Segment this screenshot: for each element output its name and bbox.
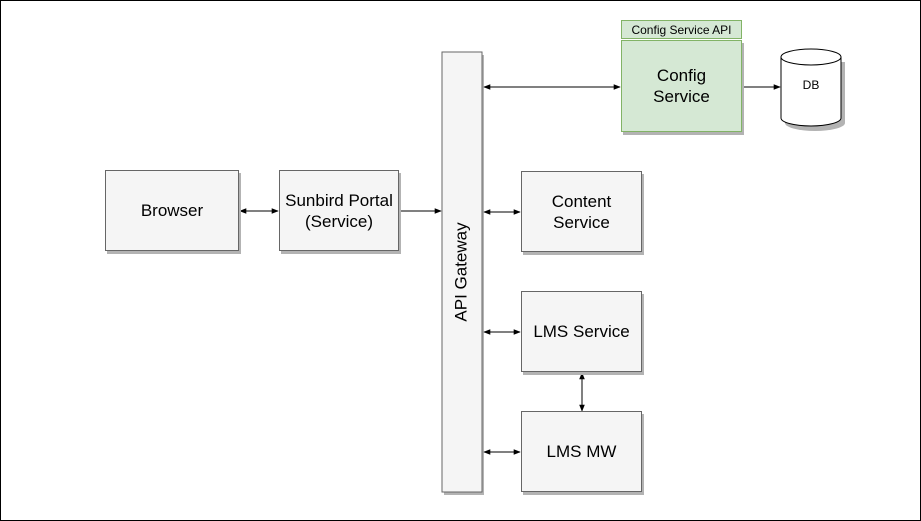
config-service-label: Config Service — [653, 66, 710, 106]
api-gateway-node: API Gateway — [442, 52, 482, 492]
sunbird-portal-label: Sunbird Portal (Service) — [285, 190, 393, 231]
api-gateway-label: API Gateway — [452, 222, 471, 322]
lms-mw-label: LMS MW — [546, 442, 617, 461]
lms-mw-node: LMS MW — [521, 411, 642, 492]
browser-label: Browser — [140, 201, 204, 220]
sunbird-portal-node: Sunbird Portal (Service) — [279, 170, 399, 251]
browser-node: Browser — [105, 170, 239, 251]
config-service-api-label: Config Service API — [631, 22, 732, 37]
config-service-node: Config Service — [621, 40, 742, 132]
content-service-label: Content Service — [551, 191, 612, 232]
lms-service-node: LMS Service — [521, 291, 642, 372]
config-service-api-label-box: Config Service API — [621, 20, 742, 39]
lms-service-label: LMS Service — [533, 322, 630, 341]
db-node: DB — [780, 59, 842, 111]
content-service-node: Content Service — [521, 171, 642, 252]
db-label: DB — [802, 78, 820, 92]
